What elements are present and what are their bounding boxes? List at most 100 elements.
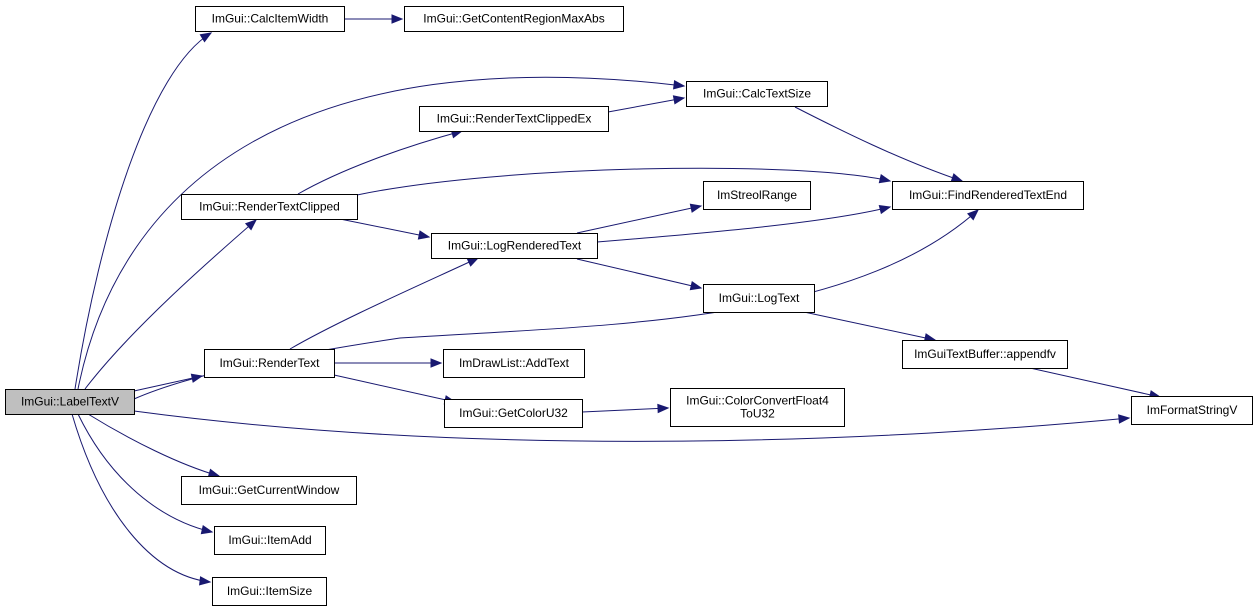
arrowhead	[430, 358, 443, 368]
node-label: ToU32	[740, 407, 775, 421]
node-im-format-string-v[interactable]: ImFormatStringV	[1131, 396, 1253, 425]
node-render-text-clipped-ex[interactable]: ImGui::RenderTextClippedEx	[419, 106, 609, 132]
node-calc-item-width[interactable]: ImGui::CalcItemWidth	[195, 6, 345, 32]
edge-line	[607, 97, 685, 113]
node-calc-text-size[interactable]: ImGui::CalcTextSize	[686, 81, 828, 107]
edge-label-text-v-to-render-text	[133, 373, 204, 392]
node-im-streol-range[interactable]: ImStreolRange	[703, 181, 811, 210]
arrowhead	[672, 95, 686, 105]
node-box	[214, 526, 326, 555]
arrowhead	[673, 80, 686, 90]
edge-render-text-clipped-to-log-rendered-text	[339, 218, 431, 240]
node-label: ImDrawList::AddText	[459, 356, 570, 370]
arrowhead	[199, 576, 212, 586]
edge-line	[596, 206, 891, 243]
arrowhead	[950, 173, 964, 183]
node-log-text[interactable]: ImGui::LogText	[703, 284, 815, 313]
node-box	[443, 349, 585, 378]
node-box	[670, 388, 845, 427]
edge-calc-text-size-to-find-rendered-text-end	[794, 106, 964, 183]
node-box	[212, 577, 327, 606]
edge-line	[576, 205, 702, 234]
edge-line	[71, 413, 211, 583]
arrowhead	[878, 204, 892, 215]
edge-line	[77, 413, 213, 533]
edge-line	[74, 32, 212, 390]
node-box	[444, 399, 583, 428]
node-box	[195, 6, 345, 32]
edge-line	[84, 219, 257, 390]
edge-render-text-clipped-to-find-rendered-text-end	[356, 167, 892, 196]
edge-line	[289, 257, 479, 350]
node-render-text-clipped[interactable]: ImGui::RenderTextClipped	[181, 194, 358, 220]
node-draw-list-add-text[interactable]: ImDrawList::AddText	[443, 349, 585, 378]
edge-label-text-v-to-calc-text-size	[77, 76, 686, 390]
edge-line	[794, 106, 963, 182]
node-label: ImGui::RenderTextClipped	[199, 200, 340, 214]
edge-render-text-to-draw-list-add-text	[334, 358, 443, 368]
node-box	[703, 181, 811, 210]
node-render-text[interactable]: ImGui::RenderText	[204, 349, 335, 378]
node-box	[181, 194, 358, 220]
edge-line	[333, 374, 456, 403]
node-item-add[interactable]: ImGui::ItemAdd	[214, 526, 326, 555]
node-label: ImGui::GetContentRegionMaxAbs	[423, 12, 604, 26]
node-box	[419, 106, 609, 132]
node-box	[902, 340, 1068, 369]
node-label-text-v[interactable]: ImGui::LabelTextV	[5, 389, 135, 415]
edge-line	[87, 413, 220, 477]
node-label: ImGui::ItemAdd	[228, 533, 311, 547]
node-label: ImGui::LogText	[719, 291, 800, 305]
node-label: ImGui::GetColorU32	[459, 406, 568, 420]
node-box	[892, 181, 1084, 210]
edge-line	[297, 130, 463, 195]
node-find-rendered-text-end[interactable]: ImGui::FindRenderedTextEnd	[892, 181, 1084, 210]
node-label: ImGuiTextBuffer::appendfv	[914, 347, 1056, 361]
edge-log-rendered-text-to-find-rendered-text-end	[596, 204, 892, 243]
node-box	[404, 6, 624, 32]
node-get-color-u32[interactable]: ImGui::GetColorU32	[444, 399, 583, 428]
edge-label-text-v-to-calc-item-width	[74, 32, 213, 390]
node-label: ImGui::ColorConvertFloat4	[686, 394, 829, 408]
node-log-rendered-text[interactable]: ImGui::LogRenderedText	[431, 233, 598, 259]
edge-line	[1029, 367, 1161, 398]
arrowhead	[657, 403, 670, 414]
edge-line	[133, 410, 1130, 442]
node-label: ImStreolRange	[717, 188, 797, 202]
node-get-content-region-max-abs[interactable]: ImGui::GetContentRegionMaxAbs	[404, 6, 624, 32]
node-box	[204, 349, 335, 378]
node-text-buffer-appendfv[interactable]: ImGuiTextBuffer::appendfv	[902, 340, 1068, 369]
arrowhead	[1118, 414, 1131, 424]
edge-log-text-to-text-buffer-appendfv	[803, 311, 937, 343]
node-get-current-window[interactable]: ImGui::GetCurrentWindow	[181, 476, 357, 505]
node-item-size[interactable]: ImGui::ItemSize	[212, 577, 327, 606]
arrowhead	[466, 257, 480, 267]
edge-line	[356, 167, 891, 196]
node-label: ImGui::CalcTextSize	[703, 87, 811, 101]
arrowhead	[391, 14, 404, 24]
node-label: ImGui::FindRenderedTextEnd	[909, 188, 1067, 202]
arrowhead	[244, 219, 258, 231]
edge-calc-item-width-to-get-content-region-max-abs	[344, 14, 404, 24]
node-box	[431, 233, 598, 259]
node-box	[181, 476, 357, 505]
node-box	[1131, 396, 1253, 425]
arrowhead	[689, 203, 703, 213]
node-label: ImFormatStringV	[1147, 403, 1238, 417]
edge-render-text-clipped-to-render-text-clipped-ex	[297, 129, 464, 195]
edge-line	[339, 218, 430, 238]
edge-line	[133, 375, 203, 392]
node-label: ImGui::ItemSize	[227, 584, 313, 598]
edge-log-rendered-text-to-log-text	[576, 258, 703, 291]
node-label: ImGui::RenderText	[219, 356, 320, 370]
edge-label-text-v-to-item-size	[71, 413, 212, 586]
node-box	[5, 389, 135, 415]
arrowhead	[417, 230, 431, 240]
edge-get-color-u32-to-color-convert-float4-to-u32	[581, 403, 670, 414]
edge-label-text-v-to-item-add	[77, 413, 214, 535]
arrowhead	[199, 32, 213, 43]
edge-render-text-clipped-ex-to-calc-text-size	[607, 95, 686, 113]
